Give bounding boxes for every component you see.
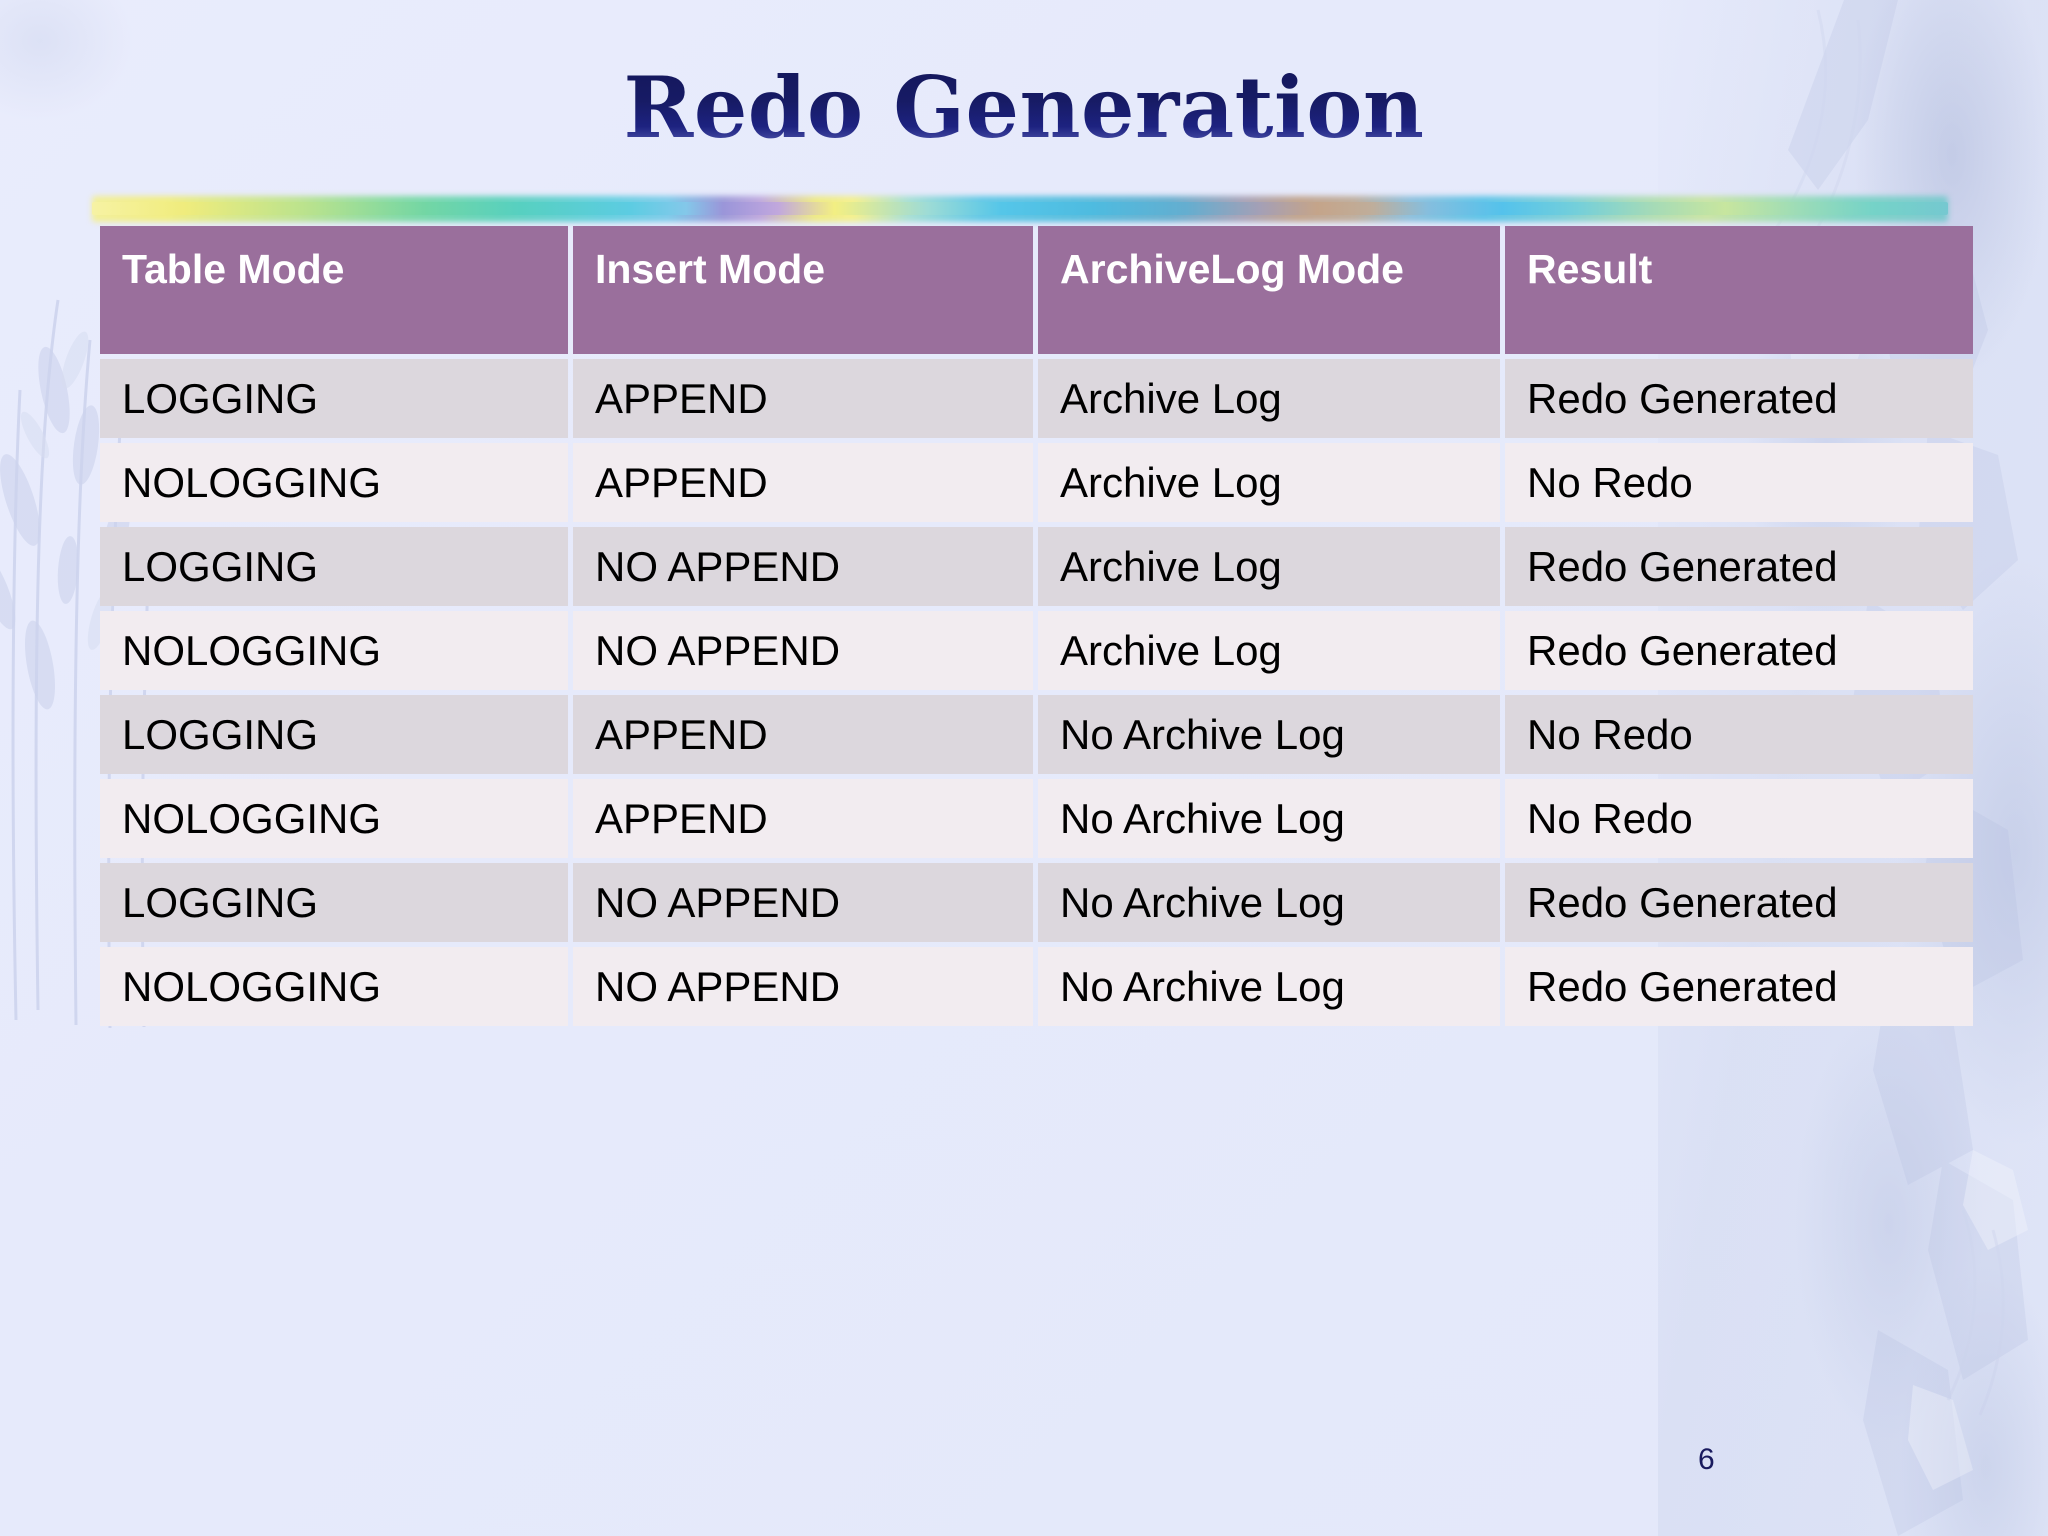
cell-insert-mode: APPEND (573, 695, 1033, 774)
cell-table-mode: NOLOGGING (100, 779, 568, 858)
cell-insert-mode: APPEND (573, 359, 1033, 438)
cell-result: No Redo (1505, 695, 1973, 774)
table-row: LOGGING APPEND No Archive Log No Redo (100, 695, 1973, 774)
cell-table-mode: NOLOGGING (100, 947, 568, 1026)
cell-result: Redo Generated (1505, 947, 1973, 1026)
slide-number: 6 (1698, 1443, 1715, 1476)
cell-insert-mode: NO APPEND (573, 863, 1033, 942)
cell-result: Redo Generated (1505, 359, 1973, 438)
cell-table-mode: LOGGING (100, 527, 568, 606)
cell-insert-mode: APPEND (573, 443, 1033, 522)
table-row: LOGGING APPEND Archive Log Redo Generate… (100, 359, 1973, 438)
cell-archivelog-mode: No Archive Log (1038, 947, 1500, 1026)
table-header-row: Table Mode Insert Mode ArchiveLog Mode R… (100, 226, 1973, 354)
table-row: NOLOGGING APPEND Archive Log No Redo (100, 443, 1973, 522)
column-header-insert-mode: Insert Mode (573, 226, 1033, 354)
cell-table-mode: LOGGING (100, 863, 568, 942)
rainbow-divider-core (92, 202, 1948, 215)
cell-result: No Redo (1505, 779, 1973, 858)
cell-archivelog-mode: Archive Log (1038, 527, 1500, 606)
cell-result: Redo Generated (1505, 611, 1973, 690)
cell-table-mode: LOGGING (100, 695, 568, 774)
cell-table-mode: NOLOGGING (100, 443, 568, 522)
cell-table-mode: LOGGING (100, 359, 568, 438)
cell-archivelog-mode: Archive Log (1038, 359, 1500, 438)
table-row: LOGGING NO APPEND Archive Log Redo Gener… (100, 527, 1973, 606)
cell-archivelog-mode: Archive Log (1038, 443, 1500, 522)
table-row: LOGGING NO APPEND No Archive Log Redo Ge… (100, 863, 1973, 942)
cell-archivelog-mode: No Archive Log (1038, 779, 1500, 858)
cell-insert-mode: NO APPEND (573, 527, 1033, 606)
cell-insert-mode: APPEND (573, 779, 1033, 858)
cell-result: Redo Generated (1505, 527, 1973, 606)
cell-insert-mode: NO APPEND (573, 947, 1033, 1026)
table-row: NOLOGGING APPEND No Archive Log No Redo (100, 779, 1973, 858)
cell-table-mode: NOLOGGING (100, 611, 568, 690)
cell-archivelog-mode: No Archive Log (1038, 695, 1500, 774)
cell-archivelog-mode: Archive Log (1038, 611, 1500, 690)
column-header-table-mode: Table Mode (100, 226, 568, 354)
redo-generation-table: Table Mode Insert Mode ArchiveLog Mode R… (95, 221, 1978, 1031)
cell-result: Redo Generated (1505, 863, 1973, 942)
page-title: Redo Generation (0, 66, 2048, 150)
cell-insert-mode: NO APPEND (573, 611, 1033, 690)
table-row: NOLOGGING NO APPEND No Archive Log Redo … (100, 947, 1973, 1026)
column-header-archivelog-mode: ArchiveLog Mode (1038, 226, 1500, 354)
redo-generation-table-container: Table Mode Insert Mode ArchiveLog Mode R… (100, 226, 1973, 1026)
cell-result: No Redo (1505, 443, 1973, 522)
table-row: NOLOGGING NO APPEND Archive Log Redo Gen… (100, 611, 1973, 690)
rainbow-divider (92, 196, 1948, 222)
column-header-result: Result (1505, 226, 1973, 354)
cell-archivelog-mode: No Archive Log (1038, 863, 1500, 942)
